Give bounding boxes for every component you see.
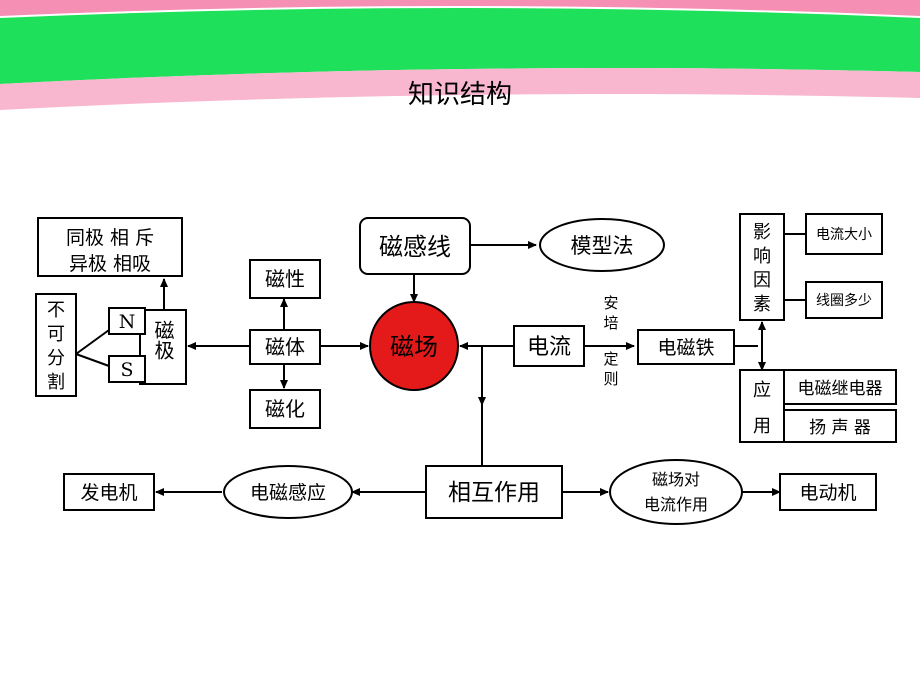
node-bukefenge-c3: 割 — [47, 372, 65, 393]
node-yingxiang-c2: 因 — [753, 270, 771, 291]
banner-green-band — [0, 8, 920, 84]
banner-pink-bottom — [0, 68, 920, 110]
node-yingxiang-c1: 响 — [753, 246, 771, 267]
node-pole-s-box — [108, 355, 146, 383]
node-factor-coils-label: 线圈多少 — [816, 292, 872, 309]
node-factor-coils-box — [805, 281, 883, 319]
node-factor-current-box — [805, 213, 883, 255]
node-force-line2: 电流作用 — [644, 495, 708, 514]
node-yingxiang-c0: 影 — [753, 222, 771, 243]
node-dianliu-box — [513, 325, 585, 367]
node-yingxiang-c3: 素 — [753, 294, 771, 315]
node-yingyong-c0: 应 — [753, 380, 771, 401]
node-yingyong-c1: 用 — [753, 416, 771, 437]
node-rule-line1: 同极 相 斥 — [66, 227, 154, 249]
node-app-speaker-label: 扬 声 器 — [809, 418, 871, 438]
line-pole-s — [75, 353, 110, 367]
node-diancitie-box — [637, 329, 735, 365]
node-diancitie-label: 电磁铁 — [657, 337, 714, 359]
node-bukefenge-c0: 不 — [47, 300, 65, 321]
node-yingxiang-box — [739, 213, 785, 321]
node-anpei-c1: 培 — [603, 314, 618, 332]
node-anpei-c3: 则 — [603, 370, 618, 388]
node-pole-s-label: S — [120, 359, 133, 381]
node-moxingfa-label: 模型法 — [571, 234, 634, 258]
node-rule-line2: 异极 相吸 — [69, 253, 151, 275]
node-app-speaker-box — [783, 409, 897, 443]
node-cihua-box — [249, 389, 321, 429]
node-force-box — [609, 459, 743, 525]
node-pole-n-box — [108, 307, 146, 335]
node-ciji-label: 磁极 — [151, 320, 175, 360]
node-yingyong-box — [739, 369, 785, 443]
node-cixing-label: 磁性 — [265, 267, 305, 291]
node-bukefenge-box — [35, 293, 77, 397]
node-app-relay-box — [783, 369, 897, 405]
node-citi-label: 磁体 — [265, 335, 305, 359]
page-title: 知识结构 — [407, 80, 512, 110]
node-bukefenge-c2: 分 — [47, 348, 65, 369]
node-diandongji-box — [779, 473, 877, 511]
node-diancigan-label: 电磁感应 — [250, 482, 326, 504]
node-diandongji-label: 电动机 — [799, 482, 856, 504]
node-rule-box — [37, 217, 183, 277]
node-cihua-label: 磁化 — [265, 397, 305, 421]
node-factor-current-label: 电流大小 — [816, 227, 872, 243]
node-fadianji-label: 发电机 — [80, 482, 137, 504]
node-xianghu-label: 相互作用 — [448, 480, 540, 506]
node-bukefenge-c1: 可 — [47, 324, 65, 345]
banner-pink-top — [0, 0, 920, 16]
node-moxingfa-box — [539, 218, 665, 272]
line-pole-n — [75, 329, 110, 355]
node-fadianji-box — [63, 473, 155, 511]
node-cixing-box — [249, 259, 321, 299]
node-force-line1: 磁场对 — [652, 470, 700, 489]
node-anpei-c2: 定 — [603, 350, 618, 368]
header-banner — [0, 0, 920, 110]
node-anpei-c0: 安 — [603, 294, 618, 312]
node-diancigan-box — [223, 465, 353, 519]
node-xianghu-box — [425, 465, 563, 519]
node-ciji-box — [139, 309, 187, 385]
node-pole-n-label: N — [119, 311, 136, 333]
node-cichang: 磁场 — [369, 301, 459, 391]
node-app-relay-label: 电磁继电器 — [798, 379, 883, 399]
node-dianliu-label: 电流 — [527, 335, 571, 360]
svg-text:磁场: 磁场 — [390, 333, 438, 361]
node-cixiangan-label: 磁感线 — [379, 233, 451, 261]
node-cixiangan-box — [359, 217, 471, 275]
node-citi-box — [249, 329, 321, 365]
